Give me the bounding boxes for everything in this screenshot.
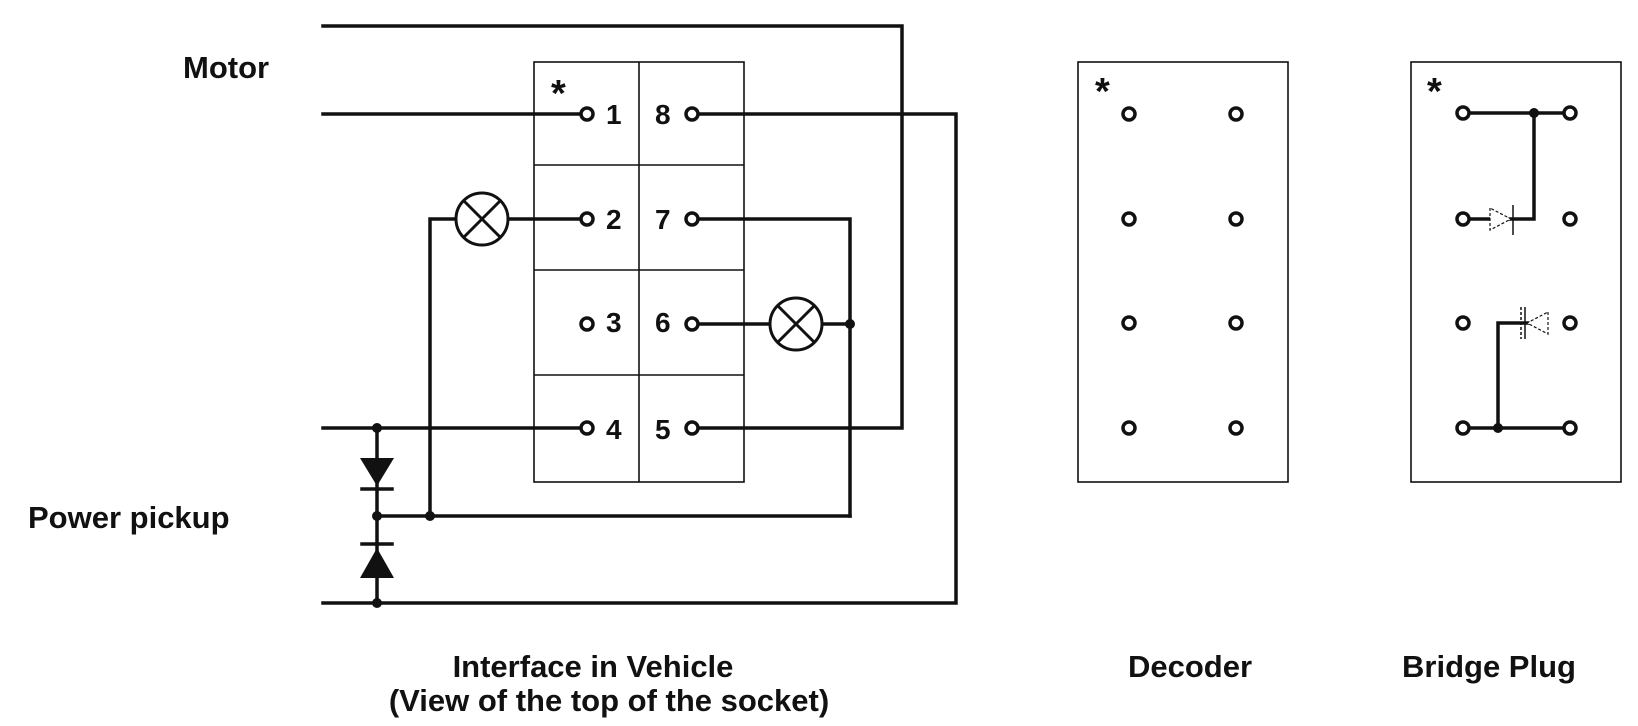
pin-number-6: 6 xyxy=(655,307,671,338)
decoder-title: Decoder xyxy=(1128,649,1252,684)
diode-icon xyxy=(360,542,394,578)
diode-icon xyxy=(360,458,394,491)
pin-number-2: 2 xyxy=(606,204,622,235)
pin-number-5: 5 xyxy=(655,414,671,445)
lamp-icon xyxy=(454,191,510,247)
bridge-plug-box xyxy=(1410,61,1622,483)
decoder-box xyxy=(1077,61,1289,483)
interface-pins xyxy=(579,106,700,436)
interface-socket xyxy=(533,61,745,483)
interface-title: Interface in Vehicle xyxy=(453,649,734,684)
pin-number-7: 7 xyxy=(655,204,671,235)
bridge-plug-pins xyxy=(1455,105,1578,436)
interface-orientation-star: * xyxy=(551,73,566,115)
pin-number-4: 4 xyxy=(606,414,622,445)
bridge-diode-icon xyxy=(1489,205,1514,235)
decoder-orientation-star: * xyxy=(1095,71,1110,113)
pin-number-8: 8 xyxy=(655,99,671,130)
bridge-plug-title: Bridge Plug xyxy=(1402,649,1576,684)
pin-number-1: 1 xyxy=(606,99,622,130)
junction-dots xyxy=(372,319,855,608)
pin-number-3: 3 xyxy=(606,307,622,338)
bridge-orientation-star: * xyxy=(1427,71,1442,113)
interface-subtitle: (View of the top of the socket) xyxy=(389,683,829,718)
power-pickup-label: Power pickup xyxy=(28,500,230,535)
lamp-icon xyxy=(768,296,824,352)
motor-label: Motor xyxy=(183,50,269,85)
bridge-diode-icon xyxy=(1520,307,1549,339)
